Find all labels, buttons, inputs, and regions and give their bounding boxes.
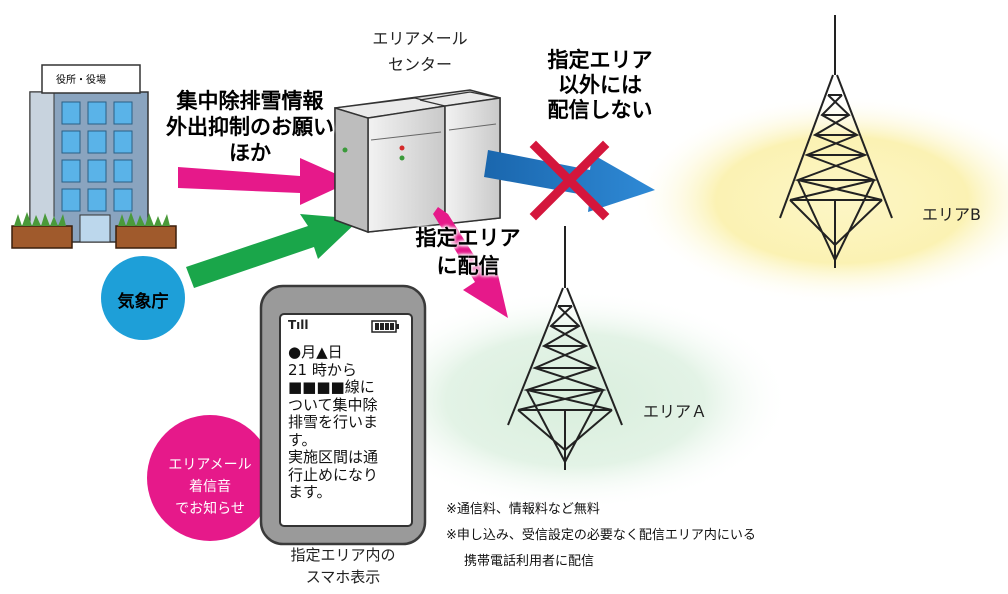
ringtone-circle <box>147 415 273 541</box>
message-line: す。 <box>288 430 317 449</box>
center-label-line2: センター <box>387 55 452 74</box>
server-icon <box>334 89 501 234</box>
message-line: ます。 <box>288 483 332 501</box>
center-label: エリアメール センター <box>350 26 490 78</box>
office-building-icon <box>11 64 177 249</box>
request-text: 集中除排雪情報 外出抑制のお願い ほか <box>150 88 350 166</box>
request-line1: 集中除排雪情報 <box>176 89 324 113</box>
deliver-line1: 指定エリア <box>415 226 521 250</box>
phone-caption-line2: スマホ表示 <box>305 568 381 586</box>
notes: ※通信料、情報料など無料 ※申し込み、受信設定の必要なく配信エリア内にいる 携帯… <box>446 497 756 575</box>
ringtone-line3: でお知らせ <box>175 501 245 517</box>
request-line2: 外出抑制のお願い <box>166 115 334 139</box>
tower-a-icon <box>507 226 623 470</box>
message-line: 排雪を行いま <box>288 413 379 431</box>
request-arrow <box>178 158 352 205</box>
message-line: ■■■■線に <box>288 378 375 396</box>
agency-arrow <box>186 214 360 288</box>
area-a-coverage <box>360 290 790 510</box>
message-line: 実施区間は通 <box>288 448 379 466</box>
message-line: 21 時から <box>288 360 357 379</box>
no-deliver-line2: 以外には <box>558 73 642 97</box>
phone-caption-line1: 指定エリア内の <box>290 546 396 564</box>
note-line3: 携帯電話利用者に配信 <box>464 554 595 569</box>
smartphone-icon <box>259 284 427 546</box>
center-label-line1: エリアメール <box>372 29 468 48</box>
request-line3: ほか <box>229 141 271 165</box>
message-line: ●月▲日 <box>288 343 343 361</box>
message-line: ついて集中除 <box>288 395 378 414</box>
message-line: 行止めになり <box>288 465 379 484</box>
agency-circle <box>101 256 185 340</box>
area-b-label: エリアB <box>922 205 981 224</box>
note-line1: ※通信料、情報料など無料 <box>446 502 600 517</box>
no-deliver-text: 指定エリア 以外には 配信しない <box>525 48 675 123</box>
signal-indicator: Tıll <box>288 318 309 332</box>
deliver-arrow <box>433 207 508 318</box>
deliver-line2: に配信 <box>436 254 500 278</box>
tower-b-icon <box>779 15 893 268</box>
no-deliver-line1: 指定エリア <box>547 48 653 72</box>
phone-caption: 指定エリア内の スマホ表示 <box>258 544 428 588</box>
office-sign: 役所・役場 <box>56 75 106 86</box>
ringtone-line1: エリアメール <box>168 457 252 473</box>
phone-message: ●月▲日 21 時から ■■■■線に ついて集中除 排雪を行いま す。 実施区間… <box>288 343 410 502</box>
ringtone-line2: 着信音 <box>189 479 231 495</box>
note-line2: ※申し込み、受信設定の必要なく配信エリア内にいる <box>446 528 756 543</box>
ringtone-text: エリアメール 着信音 でお知らせ <box>150 454 270 520</box>
deliver-text: 指定エリア に配信 <box>398 224 538 280</box>
no-deliver-line3: 配信しない <box>547 98 653 122</box>
cross-icon <box>529 140 610 221</box>
agency-label: 気象庁 <box>117 292 169 312</box>
area-a-label: エリアＡ <box>643 402 708 421</box>
